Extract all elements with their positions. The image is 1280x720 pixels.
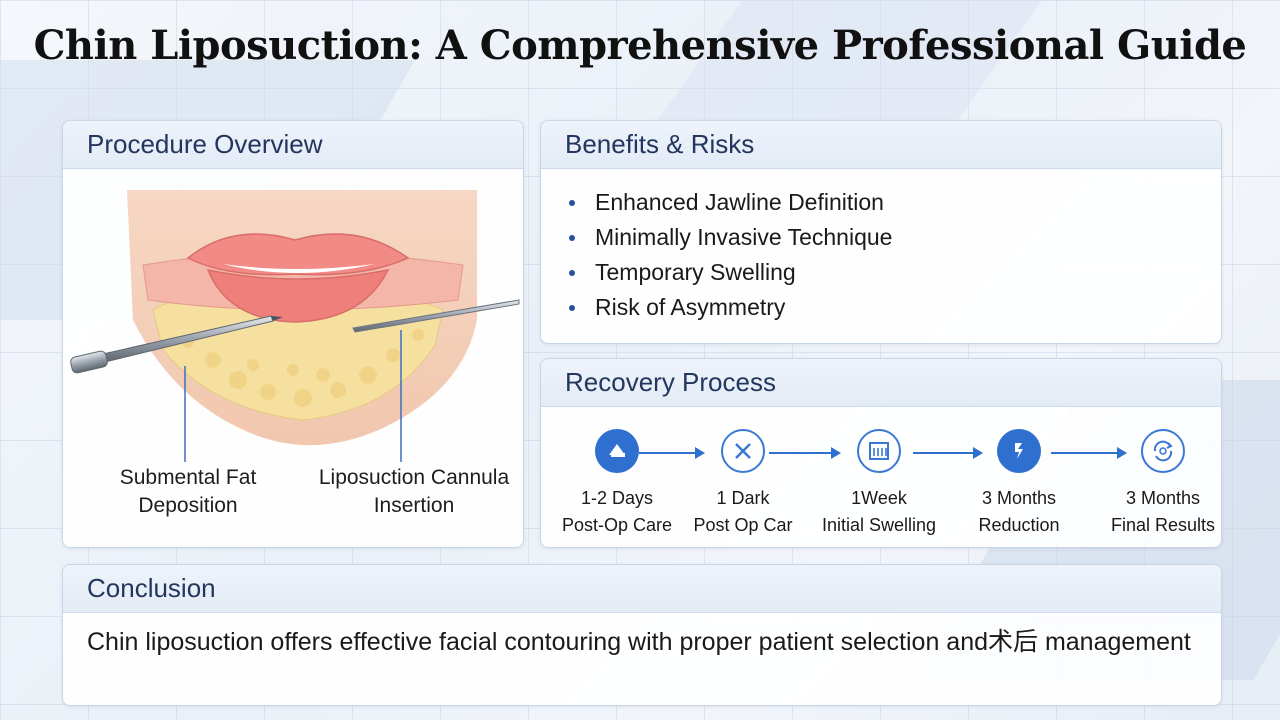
arrow-icon [639,447,705,459]
list-item: Enhanced Jawline Definition [569,185,1221,220]
recovery-step: 1 Dark Post Op Car [673,421,813,539]
caption-line: Insertion [373,494,455,517]
step-label: Final Results [1110,515,1216,535]
panel-heading: Conclusion [63,565,1221,613]
step-label: Initial Swelling [821,515,937,535]
bullet-icon [569,199,575,206]
recovery-step: 1-2 Days Post-Op Care [547,421,687,539]
list-item: Risk of Asymmetry [569,290,1221,325]
bullet-icon [569,234,575,241]
list-item-text: Risk of Asymmetry [595,294,786,320]
recovery-step: 3 Months Reduction [949,421,1089,539]
list-item: Minimally Invasive Technique [569,220,1221,255]
arrow-icon [913,447,983,459]
panel-heading: Benefits & Risks [541,121,1221,169]
page-title: Chin Liposuction: A Comprehensive Profes… [33,22,1247,69]
step-label: 1-2 Days [580,488,654,508]
face-refresh-icon [1141,429,1185,473]
cannula-left [70,315,283,374]
benefits-list: Enhanced Jawline Definition Minimally In… [541,169,1221,325]
step-label: 3 Months [1125,488,1201,508]
list-item: Temporary Swelling [569,255,1221,290]
procedure-overview-panel: Procedure Overview [62,120,524,548]
caption-line: Liposuction Cannula [318,466,510,489]
upper-lip [186,233,410,276]
panel-heading: Recovery Process [541,359,1221,407]
step-label: 3 Months [981,488,1057,508]
chart-down-icon [997,429,1041,473]
caption-line: Deposition [138,494,238,517]
step-label: Post Op Car [693,515,793,535]
benefits-risks-panel: Benefits & Risks Enhanced Jawline Defini… [540,120,1222,344]
bandage-icon [595,429,639,473]
lower-lip [206,268,390,323]
conclusion-text: Chin liposuction offers effective facial… [87,628,1191,656]
panel-heading: Procedure Overview [63,121,523,169]
chin-illustration [70,190,520,462]
recovery-step: 1Week Initial Swelling [809,421,949,539]
bullet-icon [569,269,575,276]
bullet-icon [569,304,575,311]
step-label: Reduction [978,515,1060,535]
caption-fat: Submental Fat Deposition [103,464,273,520]
teeth [223,264,375,273]
cannula-right [352,299,520,333]
list-item-text: Temporary Swelling [595,259,796,285]
step-label: 1 Dark [716,488,770,508]
list-item-text: Enhanced Jawline Definition [595,189,884,215]
recovery-step: 3 Months Final Results [1093,421,1221,539]
arrow-icon [769,447,841,459]
cross-circle-icon [721,429,765,473]
step-label: 1Week [851,488,907,508]
step-label: Post-Op Care [561,515,673,535]
caption-cannula: Liposuction Cannula Insertion [309,464,519,520]
arrow-icon [1051,447,1127,459]
recovery-process-panel: Recovery Process 1-2 Days Post-Op Care 1… [540,358,1222,548]
list-item-text: Minimally Invasive Technique [595,224,893,250]
conclusion-panel: Conclusion Chin liposuction offers effec… [62,564,1222,706]
calendar-bars-icon [857,429,901,473]
caption-line: Submental Fat [119,466,257,489]
